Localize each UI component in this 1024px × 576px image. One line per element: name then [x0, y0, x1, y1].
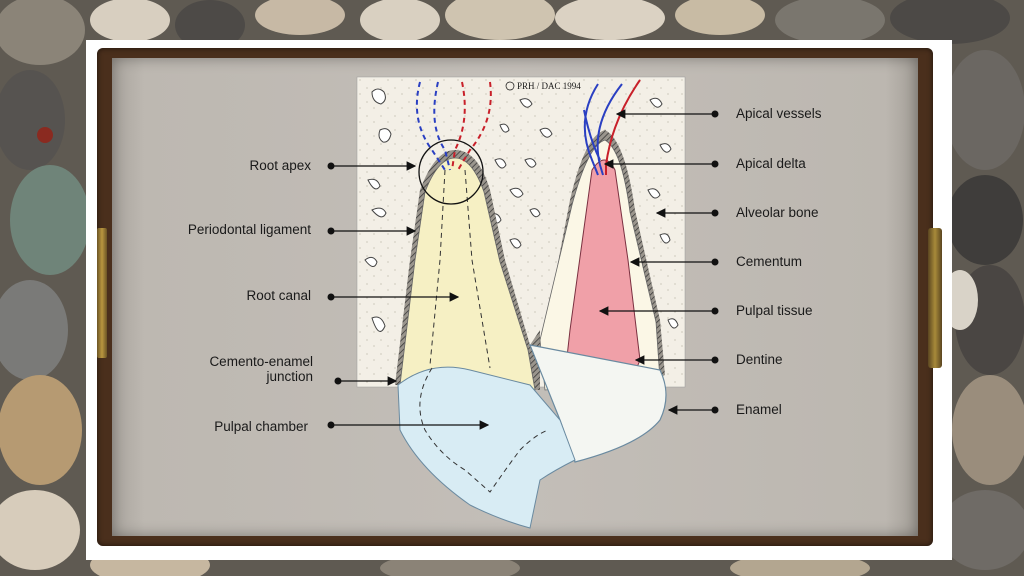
alveolar-bone-label: Alveolar bone — [736, 205, 819, 220]
periodontal-ligament-label: Periodontal ligament — [188, 222, 311, 237]
enamel-label: Enamel — [736, 402, 782, 417]
vessel-line — [451, 81, 466, 171]
book-clasp-right — [928, 228, 942, 368]
cemento-enamel-junction-label-1: Cemento-enamel — [209, 354, 313, 369]
cemento-enamel-junction-label-2: junction — [265, 369, 313, 384]
apical-delta-label: Apical delta — [736, 156, 806, 171]
vessel-line — [583, 83, 599, 176]
pulpal-tissue-label: Pulpal tissue — [736, 303, 813, 318]
copyright-symbol — [505, 81, 515, 91]
cementum-label: Cementum — [736, 254, 802, 269]
vessel-line — [457, 81, 492, 171]
vessel-line — [433, 81, 451, 171]
root-apex-label: Root apex — [249, 158, 311, 173]
root-dentine-left — [399, 157, 536, 391]
crown-enamel-right — [529, 344, 667, 463]
dentine-label: Dentine — [736, 352, 783, 367]
vessel-line — [596, 83, 623, 176]
vessel-line — [415, 81, 446, 171]
book-clasp-left — [97, 228, 107, 358]
pulpal-chamber-crown — [397, 366, 576, 529]
copyright-text: PRH / DAC 1994 — [517, 81, 581, 91]
apical-vessels-label: Apical vessels — [736, 106, 822, 121]
pulpal-chamber-label: Pulpal chamber — [214, 419, 308, 434]
vessel-line — [583, 109, 601, 161]
pulpal-chamber-dashed — [419, 367, 549, 493]
bone-lacunae — [364, 88, 679, 332]
root-apex-circle — [418, 139, 484, 205]
root-canal-label: Root canal — [246, 288, 311, 303]
